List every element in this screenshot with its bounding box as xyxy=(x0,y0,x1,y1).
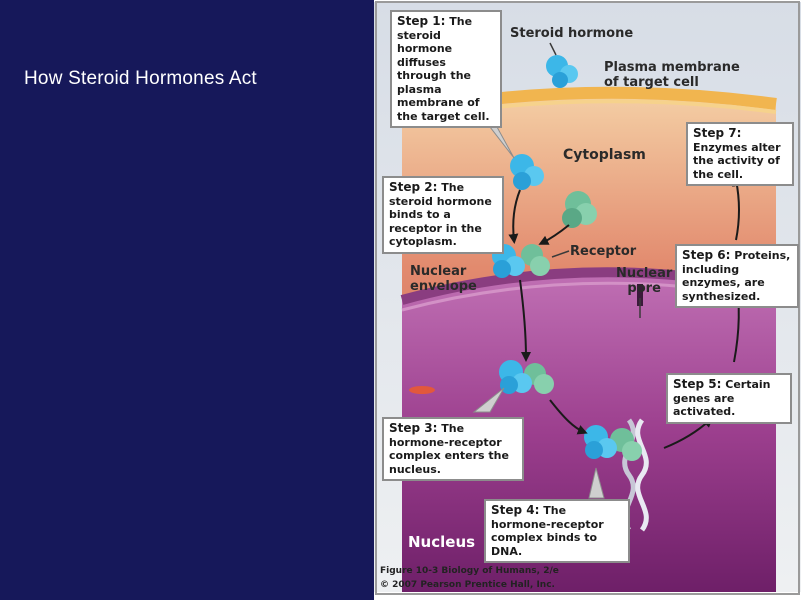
receptor-molecule xyxy=(562,191,597,228)
arrow-complex-into-nucleus xyxy=(519,279,531,362)
step-4-text: The hormone-receptor complex binds to DN… xyxy=(491,504,604,558)
step-1-text: The steroid hormone diffuses through the… xyxy=(397,15,490,123)
step-3-callout: Step 3: The hormone-receptor complex ent… xyxy=(382,417,524,481)
step-4-callout: Step 4: The hormone-receptor complex bin… xyxy=(484,499,630,563)
step-4-title: Step 4: xyxy=(491,503,540,517)
nuclear-pore-label: Nuclear pore xyxy=(616,266,673,296)
steroid-hormone-molecule-1 xyxy=(546,55,578,88)
label-leaders xyxy=(549,42,641,318)
steroid-hormone-label: Steroid hormone xyxy=(510,26,634,41)
figure-credit-line-2: © 2007 Pearson Prentice Hall, Inc. xyxy=(380,580,555,590)
hormone-receptor-complex-dna xyxy=(584,425,642,461)
step-2-title: Step 2: xyxy=(389,180,438,194)
step-5-text: Certain genes are activated. xyxy=(673,378,771,418)
figure-credit-line-1: Figure 10-3 Biology of Humans, 2/e xyxy=(380,566,559,576)
nucleus-label: Nucleus xyxy=(408,533,476,551)
hormone-receptor-complex-nucleus xyxy=(499,360,554,394)
step-7-callout: Step 7: Enzymes alter the activity of th… xyxy=(686,122,794,186)
step-6-callout: Step 6: Proteins, including enzymes, are… xyxy=(675,244,799,308)
steroid-hormone-molecule-2 xyxy=(510,154,544,190)
slide-title: How Steroid Hormones Act xyxy=(24,68,257,89)
step-6-text: Proteins, including enzymes, are synthes… xyxy=(682,249,791,303)
step-1-title: Step 1: xyxy=(397,14,446,28)
step-2-callout: Step 2: The steroid hormone binds to a r… xyxy=(382,176,504,254)
step-3-text: The hormone-receptor complex enters the … xyxy=(389,422,509,476)
step-5-callout: Step 5: Certain genes are activated. xyxy=(666,373,792,424)
arrow-complex-to-dna xyxy=(549,399,588,435)
step-1-callout: Step 1: The steroid hormone diffuses thr… xyxy=(390,10,502,128)
receptor-label: Receptor xyxy=(570,244,637,259)
step-6-title: Step 6: xyxy=(682,248,731,262)
nuclear-pore xyxy=(637,284,643,306)
plasma-membrane-label: Plasma membrane of target cell xyxy=(604,60,740,90)
step-7-text: Enzymes alter the activity of the cell. xyxy=(693,140,781,181)
steroid-hormone-figure: Steroid hormone Plasma membrane of targe… xyxy=(374,0,801,600)
step-7-title: Step 7: xyxy=(693,126,742,140)
organelle xyxy=(409,386,435,394)
cytoplasm-label: Cytoplasm xyxy=(563,147,646,163)
step-2-text: The steroid hormone binds to a receptor … xyxy=(389,181,492,248)
arrow-receptor-to-complex xyxy=(538,224,570,245)
step-3-title: Step 3: xyxy=(389,421,438,435)
step-5-title: Step 5: xyxy=(673,377,722,391)
arrow-hormone-to-complex xyxy=(508,189,521,244)
nuclear-envelope-label: Nuclear envelope xyxy=(410,264,477,294)
